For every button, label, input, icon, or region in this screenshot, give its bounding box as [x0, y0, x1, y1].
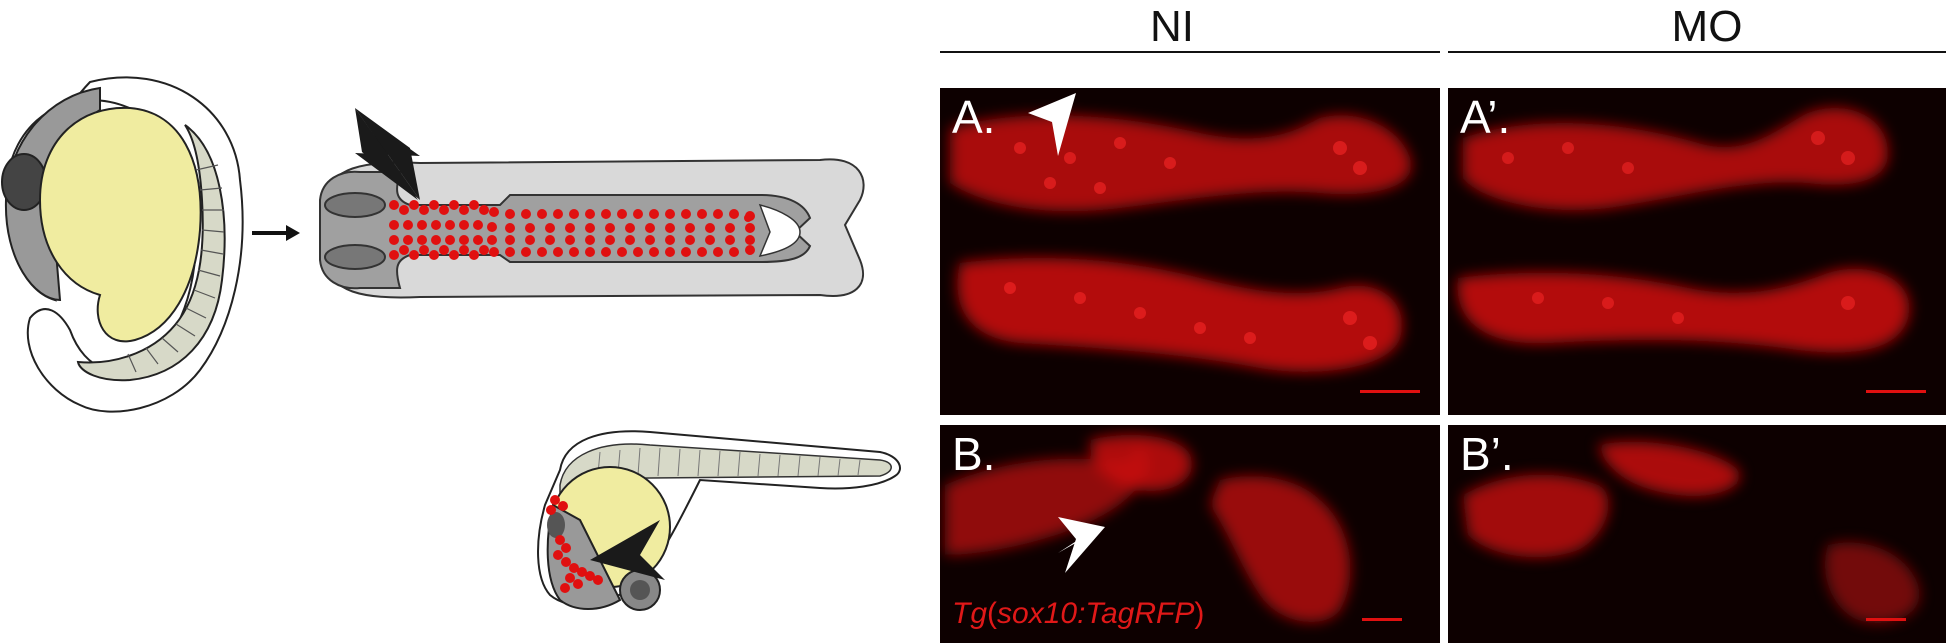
micrograph-panel-b-prime: B’. — [1448, 425, 1946, 643]
scale-bar-b-prime — [1866, 618, 1906, 621]
rfp-signal-a-prime — [1457, 107, 1910, 353]
caption-gene: sox10:TagRFP — [997, 597, 1195, 630]
column-header-ni: NI — [1150, 2, 1194, 51]
curled-embryo — [1, 76, 244, 413]
header-underline-ni — [940, 51, 1440, 53]
micrograph-panel-a-prime: A’. — [1448, 88, 1946, 415]
caption-close-paren: ) — [1194, 597, 1205, 630]
scale-bar-b — [1362, 618, 1402, 621]
scale-bar-a — [1360, 390, 1420, 393]
micrograph-panel-b: B. Tg(sox10:TagRFP) — [940, 425, 1440, 643]
arrowhead-white-a — [1028, 93, 1076, 156]
rfp-signal-a — [950, 93, 1412, 372]
panel-label-a: A. — [952, 91, 996, 143]
dorsal-embryo — [319, 108, 865, 299]
rfp-signal-b-prime — [1463, 441, 1920, 624]
transgene-caption: Tg(sox10:TagRFP) — [952, 597, 1204, 631]
micrograph-panel-a: A. — [940, 88, 1440, 415]
scale-bar-a-prime — [1866, 390, 1926, 393]
embryo-schematic — [1, 76, 901, 611]
panel-label-a-prime: A’. — [1460, 91, 1511, 143]
arrow-icon — [252, 225, 300, 241]
caption-open-paren: ( — [987, 597, 998, 630]
lateral-larva — [537, 430, 901, 611]
panel-label-b-prime: B’. — [1460, 428, 1514, 480]
caption-prefix: Tg — [952, 597, 988, 630]
rfp-signal-b — [945, 435, 1351, 622]
header-underline-mo — [1448, 51, 1946, 53]
column-header-mo: MO — [1671, 2, 1743, 51]
panel-label-b: B. — [952, 428, 996, 480]
